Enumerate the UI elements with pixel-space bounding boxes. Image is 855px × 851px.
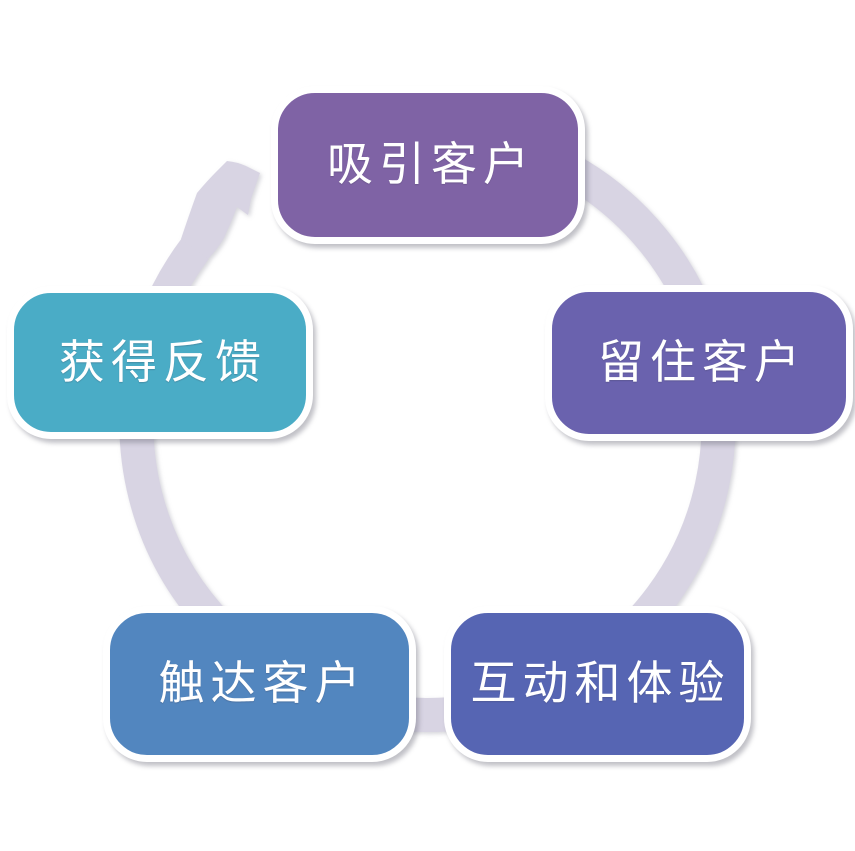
node-retain-customers[interactable]: 留住客户	[545, 285, 853, 441]
node-label: 互动和体验	[470, 658, 731, 709]
node-label: 吸引客户	[327, 139, 535, 190]
node-interaction-experience[interactable]: 互动和体验	[444, 606, 751, 762]
node-label: 留住客户	[598, 337, 806, 388]
node-attract-customers[interactable]: 吸引客户	[271, 86, 585, 244]
arrow-head-icon	[181, 161, 260, 259]
node-label: 触达客户	[158, 658, 367, 709]
node-reach-customers[interactable]: 触达客户	[103, 606, 416, 762]
node-get-feedback[interactable]: 获得反馈	[7, 286, 313, 439]
node-label: 获得反馈	[59, 336, 267, 388]
